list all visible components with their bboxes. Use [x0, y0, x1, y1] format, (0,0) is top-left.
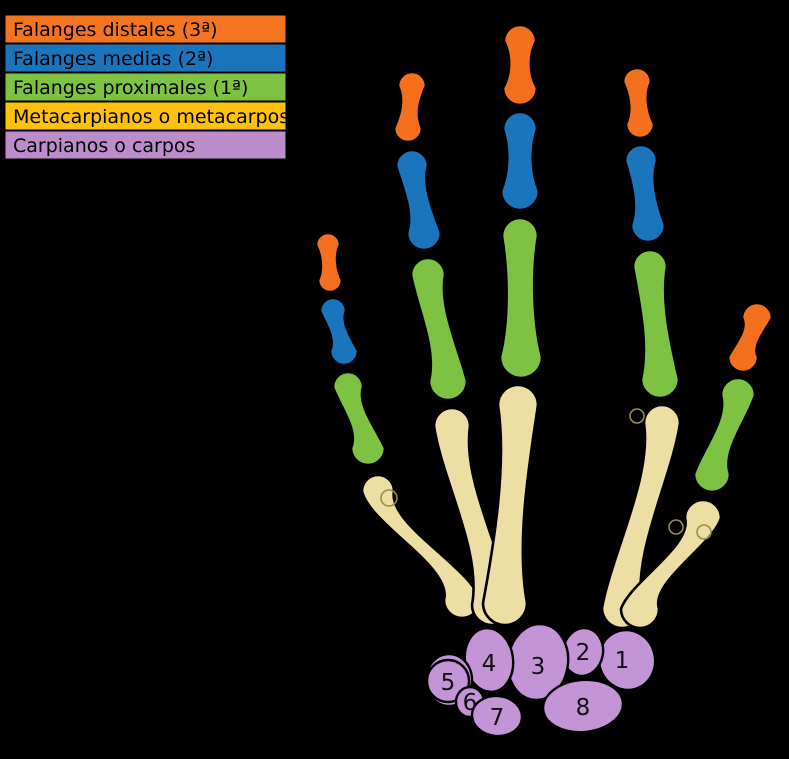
distal-phalanges-group — [314, 23, 774, 374]
legend-label-carpal: Carpianos o carpos — [13, 135, 195, 157]
index-middle-phalanx — [623, 143, 667, 244]
ring-middle-phalanx — [394, 148, 443, 252]
carpal-bone-1 — [597, 628, 657, 692]
carpal-number-6: 6 — [463, 690, 478, 716]
carpals-group — [424, 622, 657, 738]
carpal-number-2: 2 — [576, 640, 591, 666]
carpal-bone-5-ring — [425, 658, 471, 704]
middle-proximal-phalanx — [498, 216, 544, 380]
carpal-bone-7 — [470, 694, 524, 738]
carpal-number-4: 4 — [482, 651, 497, 677]
legend-label-proximal: Falanges proximales (1ª) — [13, 77, 248, 99]
pinky-proximal-phalanx — [331, 370, 387, 467]
carpal-number-7: 7 — [490, 705, 505, 731]
legend-label-middle: Falanges medias (2ª) — [13, 48, 213, 70]
legend-swatch-proximal — [4, 72, 287, 102]
carpal-bone-8 — [541, 678, 625, 734]
legend-swatch-carpal — [4, 130, 287, 160]
metacarpals-group — [360, 383, 723, 630]
index-proximal-phalanx — [631, 248, 681, 400]
sesamoid-ring-icon — [696, 524, 712, 540]
legend-swatch-distal — [4, 14, 287, 44]
sesamoid-rings-group — [380, 408, 712, 540]
legend-swatch-middle — [4, 43, 287, 73]
legend-label-metacarpal: Metacarpianos o metacarpos — [13, 106, 289, 128]
ring-proximal-phalanx — [409, 256, 469, 402]
sesamoid-ring-icon — [668, 519, 684, 535]
carpal-number-8: 8 — [576, 695, 591, 721]
index-distal-phalanx — [621, 66, 656, 140]
ring-distal-phalanx — [392, 70, 428, 144]
sesamoid-ring-icon — [629, 408, 645, 424]
legend-label-distal: Falanges distales (3ª) — [13, 19, 218, 41]
thumb-metacarpal-bone — [619, 498, 723, 630]
middle-metacarpal-bone — [481, 383, 540, 627]
middle-distal-phalanx — [501, 23, 539, 107]
proximal-phalanges-group — [331, 216, 757, 494]
carpal-number-1: 1 — [615, 648, 630, 674]
thumb-proximal-phalanx — [692, 376, 757, 494]
pinky-distal-phalanx — [314, 231, 344, 294]
carpal-number-5: 5 — [441, 670, 456, 696]
carpal-numbers-group: 1 2 3 4 5 6 7 8 — [441, 640, 630, 731]
thumb-distal-phalanx — [726, 301, 774, 374]
pinky-middle-phalanx — [318, 296, 360, 367]
legend-swatch-metacarpal — [4, 101, 287, 131]
middle-phalanges-group — [318, 110, 667, 367]
legend: Falanges distales (3ª) Falanges medias (… — [4, 14, 289, 160]
carpal-number-3: 3 — [531, 654, 546, 680]
sesamoid-ring-icon — [380, 489, 398, 507]
middle-middle-phalanx — [499, 110, 541, 212]
